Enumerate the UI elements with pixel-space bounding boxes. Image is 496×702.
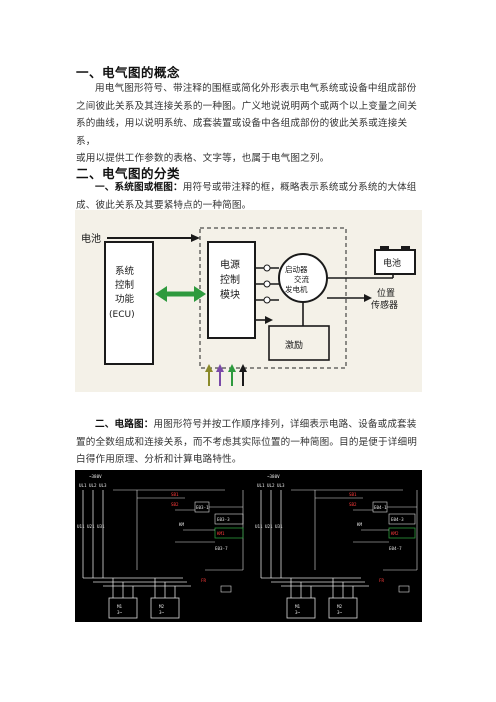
supply-label: ~380V — [89, 474, 102, 479]
battery-label-right: 电池 — [383, 257, 401, 269]
phase-label: UL3 — [277, 483, 285, 488]
arrow-head — [205, 364, 213, 372]
motor-label: 3~ — [295, 610, 301, 615]
paragraph-line: 用电气图形符号、带注释的围框或简化外形表示电气系统或设备中组成部份 — [95, 83, 417, 94]
breaker-label: U11 — [77, 524, 85, 529]
tag-red: FR — [201, 578, 207, 583]
excitation-label: 激励 — [285, 339, 303, 351]
position-sensor-line: 传感器 — [371, 299, 398, 311]
motor-label: 3~ — [159, 610, 165, 615]
motor-box — [108, 597, 138, 619]
arrow-head — [239, 364, 247, 372]
paragraph-line: 或用以提供工作参数的表格、文字等，也属于电气图之列。 — [76, 153, 330, 165]
ecu-line: 控制 — [115, 279, 134, 291]
paragraph-line: 之间彼此关系及其连接关系的一种图。广义地说说明两个或两个以上变量之间关 — [76, 100, 418, 112]
arrow-head — [216, 364, 224, 372]
arrow-head — [191, 234, 200, 242]
motor-label: M2 — [337, 604, 343, 609]
alternator-line: 启动器 — [285, 264, 308, 274]
battery-terminal — [401, 246, 410, 251]
block-diagram-description: 一、系统图或框图：用符号或带注释的框，概略表示系统或分系统的大体组 成、彼此关系… — [76, 182, 417, 211]
section-heading-classification: 二、电气图的分类 — [76, 166, 181, 181]
block-diagram-figure: 电池 系统 控制 功能 (ECU) 电源 控制 模块 启动器 交流 发电机 电池… — [75, 210, 422, 392]
tag-white: E03-7 — [215, 546, 228, 551]
tag-red: SB1 — [349, 492, 357, 497]
circuit-left: ~380V UL1 UL2 UL3 U11 U21 U31 — [77, 474, 244, 619]
ecu-line: 系统 — [115, 265, 135, 277]
dashed-frame — [199, 227, 347, 369]
tag-white: KM — [357, 522, 363, 527]
circuit-diagram-description: 二、电路图：用图形符号并按工作顺序排列，详细表示电路、设备或成套装 置的全数组成… — [76, 419, 418, 466]
breaker-label: U21 — [87, 524, 95, 529]
ecu-line: (ECU) — [109, 310, 135, 320]
phase-label: UL3 — [99, 483, 107, 488]
concept-paragraph: 用电气图形符号、带注释的围框或简化外形表示电气系统或设备中组成部份 之间彼此关系… — [76, 80, 421, 168]
paragraph-line: 系的曲线，用以说明系统、成套装置或设备中各组成部份的彼此关系或连接关系， — [76, 118, 408, 147]
power-module-box — [207, 241, 256, 339]
battery-label-left: 电池 — [81, 232, 101, 245]
ecu-box — [104, 241, 154, 365]
ecu-line: 功能 — [115, 293, 135, 305]
motor-label: 3~ — [337, 610, 343, 615]
tag-red: KM2 — [391, 531, 399, 536]
terminal-dot — [263, 280, 271, 288]
section-heading-concept: 一、电气图的概念 — [76, 65, 181, 80]
breaker-label: U21 — [265, 524, 273, 529]
arrow-head — [194, 286, 206, 302]
arrow-head — [265, 316, 273, 324]
power-module-line: 模块 — [220, 289, 240, 301]
phase-label: UL1 — [79, 483, 87, 488]
circuit-diagram-svg: ~380V UL1 UL2 UL3 U11 U21 U31 — [77, 474, 418, 619]
motor-label: 3~ — [117, 610, 123, 615]
motor-box — [150, 597, 180, 619]
tag-red: KM1 — [217, 531, 225, 536]
motor-box — [328, 597, 358, 619]
battery-terminal — [380, 246, 389, 251]
motor-label: M2 — [159, 604, 165, 609]
arrow-head — [228, 364, 236, 372]
phase-label: UL2 — [267, 483, 275, 488]
position-sensor-line: 位置 — [377, 287, 395, 299]
item-label-block-diagram: 一、系统图或框图： — [95, 182, 183, 193]
phase-label: UL1 — [257, 483, 265, 488]
block-diagram-svg: 电池 系统 控制 功能 (ECU) 电源 控制 模块 启动器 交流 发电机 电池… — [81, 227, 416, 386]
supply-label: ~380V — [267, 474, 280, 479]
breaker-label: U31 — [97, 524, 105, 529]
tag-red: SB2 — [349, 502, 357, 507]
circuit-right: ~380V UL1 UL2 UL3 U11 U21 U31 — [255, 474, 418, 619]
tag-red: SB1 — [171, 492, 179, 497]
tag-white: E03-3 — [217, 517, 230, 522]
power-module-line: 控制 — [220, 273, 240, 286]
motor-box — [286, 597, 316, 619]
alternator-line: 交流 — [294, 274, 309, 284]
item-label-circuit-diagram: 二、电路图： — [95, 419, 154, 430]
power-module-line: 电源 — [220, 258, 240, 271]
arrow-head — [364, 294, 372, 302]
alternator-line: 发电机 — [285, 284, 308, 294]
breaker-label: U31 — [275, 524, 283, 529]
circuit-diagram-figure: ~380V UL1 UL2 UL3 U11 U21 U31 — [75, 470, 422, 622]
tag-white: KM — [179, 522, 185, 527]
tag-red: FR — [379, 578, 385, 583]
phase-label: UL2 — [89, 483, 97, 488]
terminal-dot — [263, 296, 271, 304]
motor-label: M1 — [117, 604, 123, 609]
breaker-label: U11 — [255, 524, 263, 529]
excitation-box — [268, 325, 330, 361]
motor-label: M1 — [295, 604, 301, 609]
battery-right-box — [374, 249, 416, 275]
terminal-dot — [263, 264, 271, 272]
tag-white: E04-3 — [391, 517, 404, 522]
tag-red: SB2 — [171, 502, 179, 507]
tag-white: E04-1 — [374, 505, 387, 510]
arrow-head — [155, 286, 167, 302]
tag-white: E04-7 — [389, 546, 402, 551]
tag-white: E03-1 — [196, 505, 209, 510]
